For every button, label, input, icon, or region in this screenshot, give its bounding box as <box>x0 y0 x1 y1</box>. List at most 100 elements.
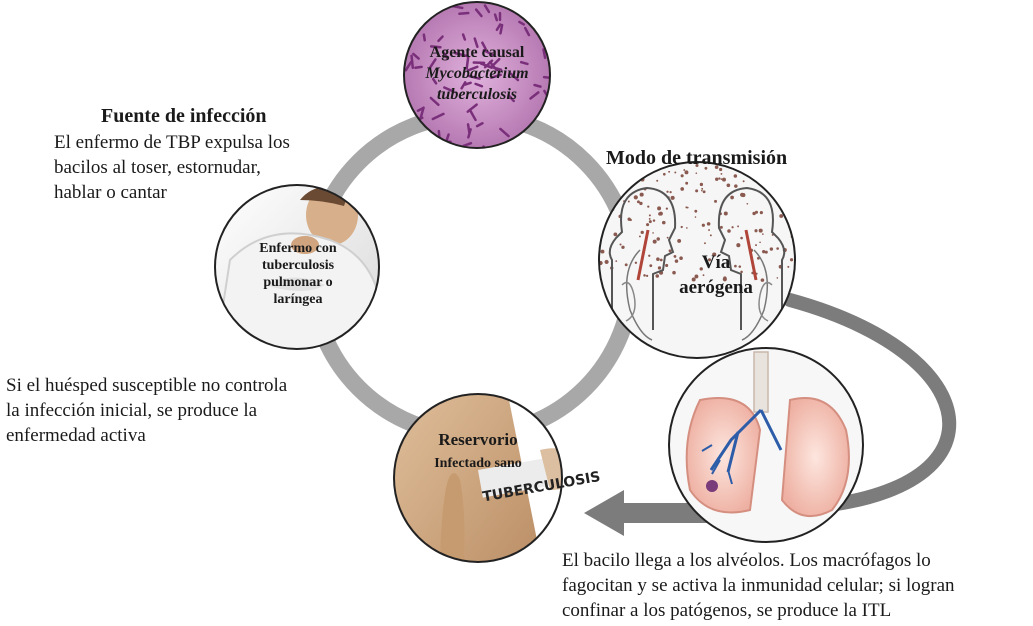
droplet-mark <box>613 180 615 182</box>
droplet-mark <box>762 233 764 235</box>
bacillus-mark <box>418 9 430 11</box>
droplet-mark <box>754 229 757 232</box>
droplet-mark <box>598 214 601 217</box>
transmission-heading: Modo de transmisión <box>606 146 787 171</box>
droplet-mark <box>759 229 763 233</box>
droplet-mark <box>710 234 712 236</box>
droplet-mark <box>620 243 622 245</box>
lung-circle <box>669 348 863 542</box>
source-body-line: El enfermo de TBP expulsa los <box>54 130 290 155</box>
droplet-mark <box>776 247 779 250</box>
droplet-mark <box>790 258 793 261</box>
droplet-mark <box>599 199 601 201</box>
droplet-mark <box>747 203 749 205</box>
droplet-mark <box>704 242 706 244</box>
droplet-mark <box>760 211 763 214</box>
bacillus-mark <box>429 7 434 8</box>
droplet-mark <box>740 193 744 197</box>
droplet-mark <box>666 207 668 209</box>
droplet-mark <box>649 214 651 216</box>
droplet-mark <box>791 162 793 164</box>
agent-species-line: tuberculosis <box>418 84 536 105</box>
droplet-mark <box>632 179 634 181</box>
droplet-mark <box>696 172 698 174</box>
bacillus-mark <box>459 13 468 14</box>
droplet-mark <box>656 180 658 182</box>
droplet-mark <box>662 221 666 225</box>
bacillus-mark <box>495 15 497 20</box>
droplet-mark <box>635 262 637 264</box>
droplet-mark <box>780 182 784 186</box>
droplet-mark <box>681 226 683 228</box>
droplet-mark <box>670 191 672 193</box>
droplet-mark <box>685 206 687 208</box>
patient-label-line: tuberculosis <box>242 257 354 274</box>
droplet-mark <box>674 171 676 173</box>
bacillus-mark <box>412 56 413 68</box>
bacillus-mark <box>429 146 430 153</box>
droplet-mark <box>628 218 631 221</box>
droplet-mark <box>714 200 717 203</box>
droplet-mark <box>657 206 661 210</box>
droplet-mark <box>667 237 669 239</box>
droplet-mark <box>649 218 651 220</box>
droplet-mark <box>737 225 739 227</box>
droplet-mark <box>734 184 737 187</box>
droplet-mark <box>724 212 728 216</box>
droplet-mark <box>646 275 648 277</box>
droplet-mark <box>731 226 733 228</box>
droplet-mark <box>695 216 697 218</box>
droplet-mark <box>628 201 630 203</box>
droplet-mark <box>770 188 773 191</box>
droplet-mark <box>646 223 649 226</box>
droplet-mark <box>649 264 652 267</box>
droplet-mark <box>779 214 783 218</box>
droplet-mark <box>624 174 628 178</box>
droplet-mark <box>701 188 703 190</box>
bacillus-mark <box>533 140 537 151</box>
droplet-mark <box>759 241 761 243</box>
droplet-mark <box>615 260 617 262</box>
droplet-mark <box>774 188 776 190</box>
droplet-mark <box>648 255 650 257</box>
droplet-mark <box>605 260 609 264</box>
droplet-mark <box>637 200 640 203</box>
droplet-mark <box>721 178 723 180</box>
bacillus-mark <box>501 25 503 33</box>
droplet-mark <box>613 232 617 236</box>
droplet-mark <box>639 235 641 237</box>
droplet-mark <box>668 171 670 173</box>
patient-label-line: pulmonar o <box>242 274 354 291</box>
droplet-mark <box>722 178 726 182</box>
droplet-mark <box>708 229 710 231</box>
droplet-mark <box>621 246 624 249</box>
agent-label-line: Agente causal <box>418 42 536 63</box>
droplet-mark <box>677 239 681 243</box>
droplet-mark <box>659 212 663 216</box>
droplet-mark <box>695 189 698 192</box>
droplet-mark <box>703 190 706 193</box>
droplet-mark <box>727 183 731 187</box>
source-body-line: bacilos al toser, estornudar, <box>54 155 290 180</box>
droplet-mark <box>656 237 659 240</box>
alveoli-line: El bacilo llega a los alvéolos. Los macr… <box>562 548 955 573</box>
source-body-line: hablar o cantar <box>54 180 290 205</box>
droplet-mark <box>786 209 789 212</box>
source-heading: Fuente de infección <box>101 104 267 129</box>
droplet-mark <box>727 229 731 233</box>
droplet-mark <box>622 182 625 185</box>
agent-label: Agente causal Mycobacterium tuberculosis <box>418 42 536 105</box>
droplet-mark <box>681 174 684 177</box>
disease-line: la infección inicial, se produce la <box>6 398 287 423</box>
disease-text: Si el huésped susceptible no controla la… <box>6 373 287 448</box>
droplet-mark <box>653 219 655 221</box>
droplet-mark <box>740 237 743 240</box>
droplet-mark <box>755 211 758 214</box>
patient-label-line: Enfermo con <box>242 240 354 257</box>
straight-arrow-head <box>584 490 624 536</box>
droplet-mark <box>694 210 697 213</box>
droplet-mark <box>685 182 688 185</box>
alveoli-line: confinar a los patógenos, se produce la … <box>562 598 955 623</box>
droplet-mark <box>764 172 766 174</box>
alveoli-line: fagocitan y se activa la inmunidad celul… <box>562 573 955 598</box>
